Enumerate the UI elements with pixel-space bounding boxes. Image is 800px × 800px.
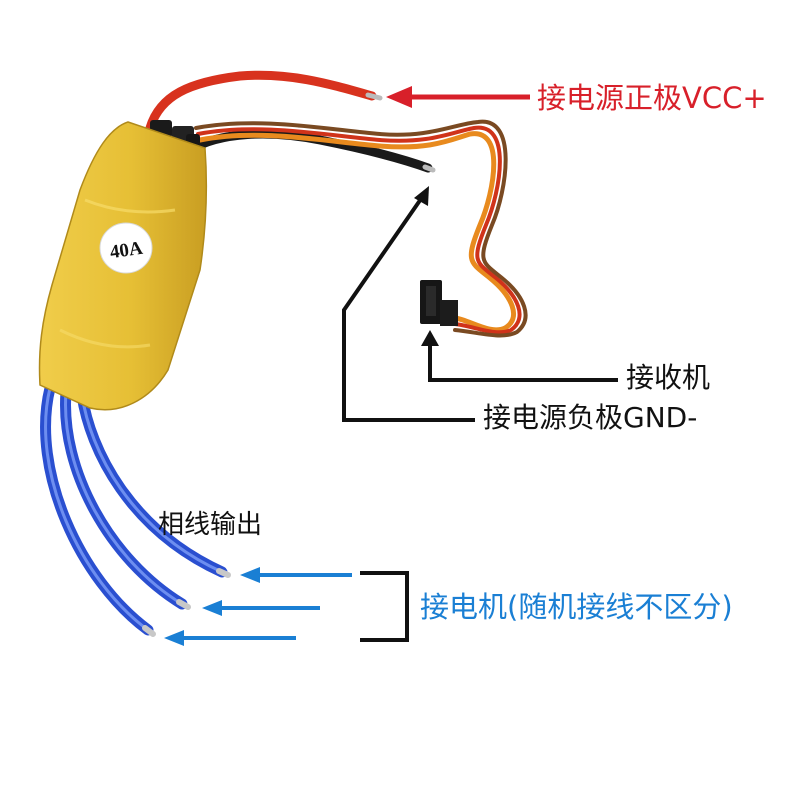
red-wire-tip bbox=[365, 92, 383, 101]
phase-output-label: 相线输出 bbox=[158, 510, 263, 540]
phase-wire-tips bbox=[142, 568, 231, 637]
gnd-label: 接电源负极GND- bbox=[483, 401, 698, 434]
phase-wire-a bbox=[76, 389, 228, 578]
motor-label: 接电机(随机接线不区分) bbox=[420, 590, 733, 624]
gnd-arrowhead bbox=[414, 186, 429, 206]
receiver-label: 接收机 bbox=[626, 361, 711, 394]
red-power-wire bbox=[145, 70, 377, 133]
esc-body bbox=[38, 121, 208, 411]
gnd-callout-arrow bbox=[342, 194, 475, 422]
receiver-connector bbox=[420, 280, 458, 326]
vcc-arrow bbox=[386, 86, 530, 108]
esc-rating-label: 40A bbox=[109, 238, 145, 263]
receiver-arrowhead bbox=[421, 330, 439, 346]
receiver-callout-arrow bbox=[428, 342, 618, 382]
phase-output-wires bbox=[40, 382, 228, 636]
motor-arrows bbox=[164, 567, 352, 646]
vcc-label: 接电源正极VCC+ bbox=[537, 81, 767, 115]
esc-rating-badge bbox=[99, 222, 153, 274]
signal-wire-bundle bbox=[194, 119, 528, 338]
black-wire-tip bbox=[422, 164, 436, 173]
motor-bracket bbox=[360, 571, 409, 642]
